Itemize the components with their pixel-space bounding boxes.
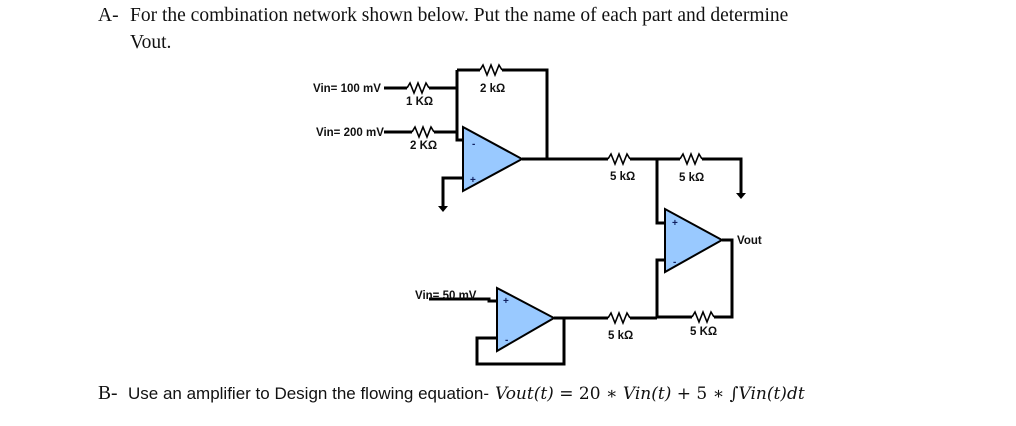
wire-follower-fb (475, 316, 566, 366)
eq-plus: + (671, 384, 697, 404)
opamp-2-body (496, 286, 557, 353)
opamp-3-body (664, 207, 725, 274)
vout-label: Vout (737, 235, 762, 247)
question-a-label: A- (98, 5, 119, 26)
opamp-2-plus: + (503, 296, 509, 307)
equation: Vout(t) = 20 ∗ Vin(t) + 5 ∗ ∫Vin(t)dt (495, 384, 805, 404)
eq-term-2: Vin(t)dt (738, 384, 805, 404)
question-b-label: B- (98, 383, 118, 404)
wire-opamp3-plus (655, 159, 665, 225)
eq-op-1: ∗ (600, 384, 623, 404)
question-a-text: For the combination network shown below.… (130, 5, 789, 26)
wire-opamp1-plus-gnd (441, 176, 463, 206)
opamp-1-plus: + (470, 175, 476, 186)
opamp-1-minus: - (472, 139, 475, 150)
r-f3-label: 5 KΩ (690, 326, 717, 338)
opamp-2: + - (496, 286, 557, 353)
wire-rb-gnd (702, 157, 743, 193)
wire-opamp3-out (714, 238, 734, 319)
question-a-line2: Vout. (130, 32, 172, 53)
resistor-c (607, 310, 631, 326)
opamp-3: + - (664, 207, 725, 274)
question-a: A- For the combination network shown belo… (98, 2, 788, 56)
wire-summing-node (455, 70, 463, 142)
opamp-1-body (462, 125, 525, 193)
eq-op-2: ∗ (707, 384, 730, 404)
ground-icon-2 (736, 193, 746, 199)
wire-fb1-b (502, 68, 549, 159)
opamp-1: - + (462, 125, 525, 193)
r-in1-label: 1 KΩ (406, 96, 433, 108)
eq-coef-1: 20 (578, 384, 601, 404)
question-b: B- Use an amplifier to Design the flowing… (98, 383, 805, 405)
eq-coef-2: 5 (696, 384, 708, 404)
opamp-3-plus: + (672, 218, 678, 229)
eq-term-1: Vin(t) (622, 384, 672, 404)
resistor-b (679, 151, 703, 167)
wire-vin3 (429, 297, 497, 303)
r-f1-label: 2 kΩ (480, 83, 505, 95)
resistor-in2 (411, 124, 435, 140)
resistor-feedback-3 (691, 309, 715, 325)
r-c-label: 5 kΩ (608, 330, 633, 342)
r-in2-label: 2 KΩ (410, 140, 437, 152)
r-b-label: 5 kΩ (679, 172, 704, 184)
eq-lhs: Vout(t) (494, 384, 554, 404)
question-a-line1: A- For the combination network shown belo… (98, 2, 788, 29)
resistor-feedback-1 (479, 62, 503, 78)
resistor-in1 (406, 80, 430, 96)
opamp-3-minus: - (673, 257, 676, 268)
resistor-a (607, 151, 631, 167)
integral-symbol: ∫ (729, 384, 739, 404)
opamp-2-minus: - (505, 335, 508, 346)
wire-opamp3-minus (655, 258, 665, 317)
question-b-text: Use an amplifier to Design the flowing e… (128, 384, 489, 403)
vin1-label: Vin= 100 mV (313, 83, 381, 95)
ground-icon-1 (438, 206, 448, 212)
vin3-label: Vin= 50 mV (415, 290, 477, 302)
r-a-label: 5 kΩ (610, 171, 635, 183)
vin2-label: Vin= 200 mV (316, 127, 384, 139)
eq-equals: = (553, 384, 579, 404)
